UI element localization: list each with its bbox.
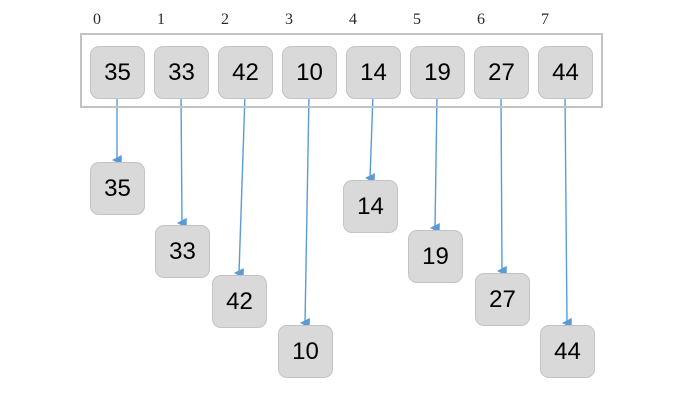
distributed-cell-0[interactable]: 35: [90, 162, 145, 215]
distributed-cell-3[interactable]: 10: [278, 325, 333, 378]
array-cell-7[interactable]: 44: [538, 46, 593, 99]
arrow-5-to-19: [429, 94, 440, 234]
array-index-label-4: 4: [349, 11, 357, 28]
distributed-cell-4[interactable]: 14: [343, 180, 398, 233]
array-cell-2[interactable]: 42: [218, 46, 273, 99]
distributed-cell-2[interactable]: 42: [212, 275, 267, 328]
array-cell-3[interactable]: 10: [282, 46, 337, 99]
array-index-label-3: 3: [285, 11, 293, 28]
array-index-label-2: 2: [221, 11, 229, 28]
array-container-frame: [80, 33, 603, 108]
arrow-2-to-42: [233, 94, 246, 279]
array-index-label-6: 6: [477, 11, 485, 28]
array-index-label-1: 1: [157, 11, 165, 28]
arrow-1-to-33: [176, 94, 187, 229]
array-cell-1[interactable]: 33: [154, 46, 209, 99]
array-cell-0[interactable]: 35: [90, 46, 145, 99]
array-cell-4[interactable]: 14: [346, 46, 401, 99]
array-cell-6[interactable]: 27: [474, 46, 529, 99]
arrow-6-to-27: [496, 94, 507, 277]
array-index-label-5: 5: [413, 11, 421, 28]
arrow-3-to-10: [299, 94, 310, 329]
distributed-cell-6[interactable]: 27: [475, 273, 530, 326]
array-index-label-7: 7: [541, 11, 549, 28]
array-index-label-0: 0: [93, 11, 101, 28]
distributed-cell-7[interactable]: 44: [540, 325, 595, 378]
distributed-cell-1[interactable]: 33: [155, 225, 210, 278]
distributed-cell-5[interactable]: 19: [408, 230, 463, 283]
array-cell-5[interactable]: 19: [410, 46, 465, 99]
arrow-7-to-44: [561, 94, 572, 328]
